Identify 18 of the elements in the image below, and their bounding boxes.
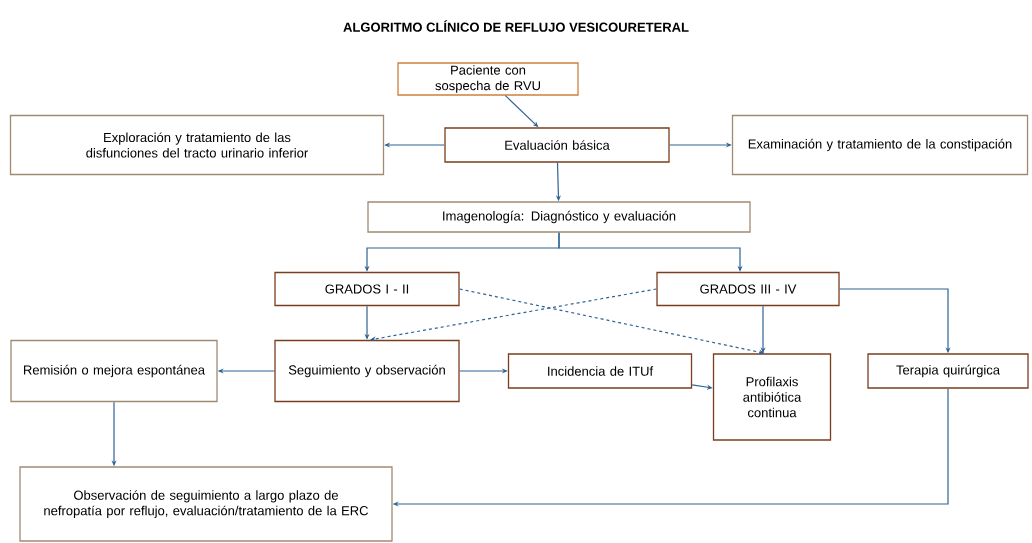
process-box: Terapia quirúrgica xyxy=(867,353,1029,389)
process-box: Seguimiento y observación xyxy=(274,339,460,403)
process-box: Observación de seguimiento a largo plazo de nefropatía por reflujo, evaluación/tratamiento de la ERC xyxy=(19,466,393,542)
process-box: Remisión o mejora espontánea xyxy=(10,339,218,403)
process-box: GRADOS I - II xyxy=(274,271,460,307)
process-box: Incidencia de ITUf xyxy=(507,353,693,389)
arrow xyxy=(459,288,765,355)
arrow xyxy=(691,384,713,390)
process-box: Evaluación básica xyxy=(444,127,670,163)
process-box: Examinación y tratamiento de la constipación xyxy=(731,114,1029,176)
process-box: Imagenología: Diagnóstico y evaluación xyxy=(367,201,751,233)
title: ALGORITMO CLÍNICO DE REFLUJO VESICOURETERAL xyxy=(343,20,689,32)
arrow xyxy=(370,288,657,342)
arrow xyxy=(558,232,743,272)
process-box: Profilaxis antibiótica continua xyxy=(712,353,832,441)
process-box: GRADOS III - IV xyxy=(656,271,840,307)
process-box: Paciente con sospecha de RVU xyxy=(397,62,579,96)
process-box: Exploración y tratamiento de las disfunciones del tracto urinario inferior xyxy=(9,114,385,176)
